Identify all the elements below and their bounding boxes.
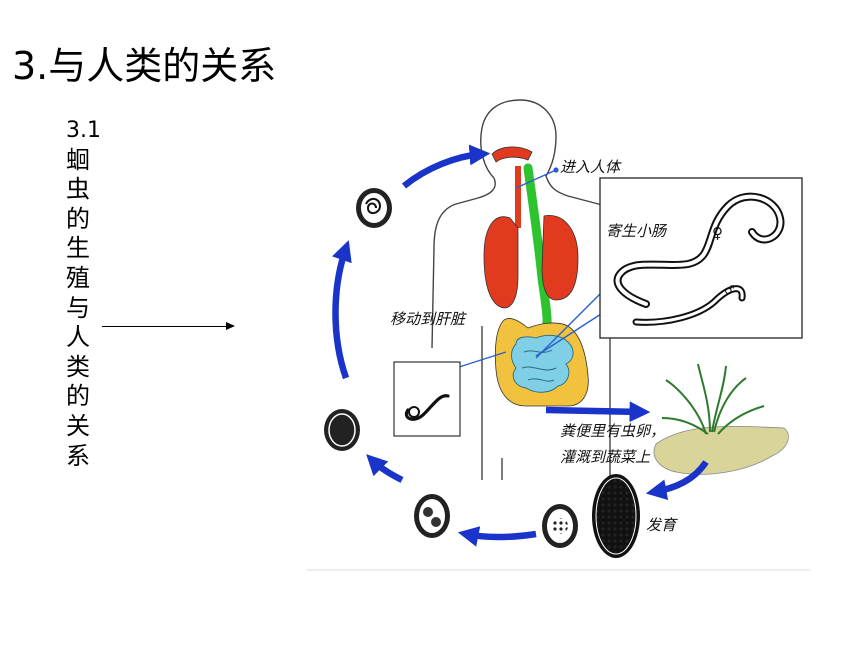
subtitle-number: 3.1	[66, 118, 101, 143]
egg-stage-left	[324, 409, 360, 451]
subtitle-char: 系	[66, 441, 90, 470]
subtitle-char: 人	[66, 323, 90, 352]
subtitle-char: 的	[66, 204, 90, 233]
label-feces-line1: 粪便里有虫卵，	[560, 422, 665, 440]
egg-stage-large	[592, 474, 640, 558]
cycle-arrows	[332, 144, 709, 547]
egg-stage-bottom-left	[414, 494, 450, 538]
label-parasitize-intestine: 寄生小肠	[606, 222, 668, 240]
label-enter-body: 进入人体	[560, 158, 622, 176]
slide-title: 3.与人类的关系	[12, 44, 277, 88]
subtitle-char: 关	[66, 411, 90, 440]
subtitle-char: 的	[66, 382, 90, 411]
female-symbol: ♀	[712, 224, 723, 242]
subtitle-char: 生	[66, 234, 90, 263]
vegetable-plant	[661, 363, 765, 435]
subtitle-char: 类	[66, 352, 90, 381]
subtitle-char: 殖	[66, 263, 90, 292]
label-feces-line2: 灌溉到蔬菜上	[560, 448, 651, 466]
small-intestine	[511, 334, 574, 393]
left-lung	[483, 216, 519, 309]
nasal-cavity	[491, 146, 533, 163]
soil-patch	[653, 425, 789, 475]
right-lung	[541, 215, 579, 301]
subtitle-char: 虫	[66, 175, 90, 204]
label-develop: 发育	[646, 516, 678, 534]
lifecycle-diagram: ♂ 进入人体 寄生小肠 ♀ 移动到肝脏 粪便里有虫卵， 灌溉到蔬菜上 发育	[306, 99, 810, 571]
lifecycle-figure: ♂ 进入人体 寄生小肠 ♀ 移动到肝脏 粪便里有虫卵， 灌溉到蔬菜上 发育	[306, 88, 810, 572]
subtitle-char: 蛔	[66, 145, 90, 174]
pointer-arrow-line	[102, 326, 230, 327]
label-migrate-liver: 移动到肝脏	[390, 310, 467, 328]
egg-stage-bottom-middle	[542, 504, 578, 548]
egg-stage-top	[356, 188, 392, 228]
male-symbol: ♂	[724, 283, 735, 297]
subtitle-vertical: 3.1 蛔 虫 的 生 殖 与 人 类 的 关 系	[66, 116, 102, 471]
subtitle-char: 与	[66, 293, 90, 322]
pointer-arrow-head	[226, 322, 235, 330]
larva-inset-box	[393, 361, 461, 437]
larva-drawing	[404, 394, 450, 421]
